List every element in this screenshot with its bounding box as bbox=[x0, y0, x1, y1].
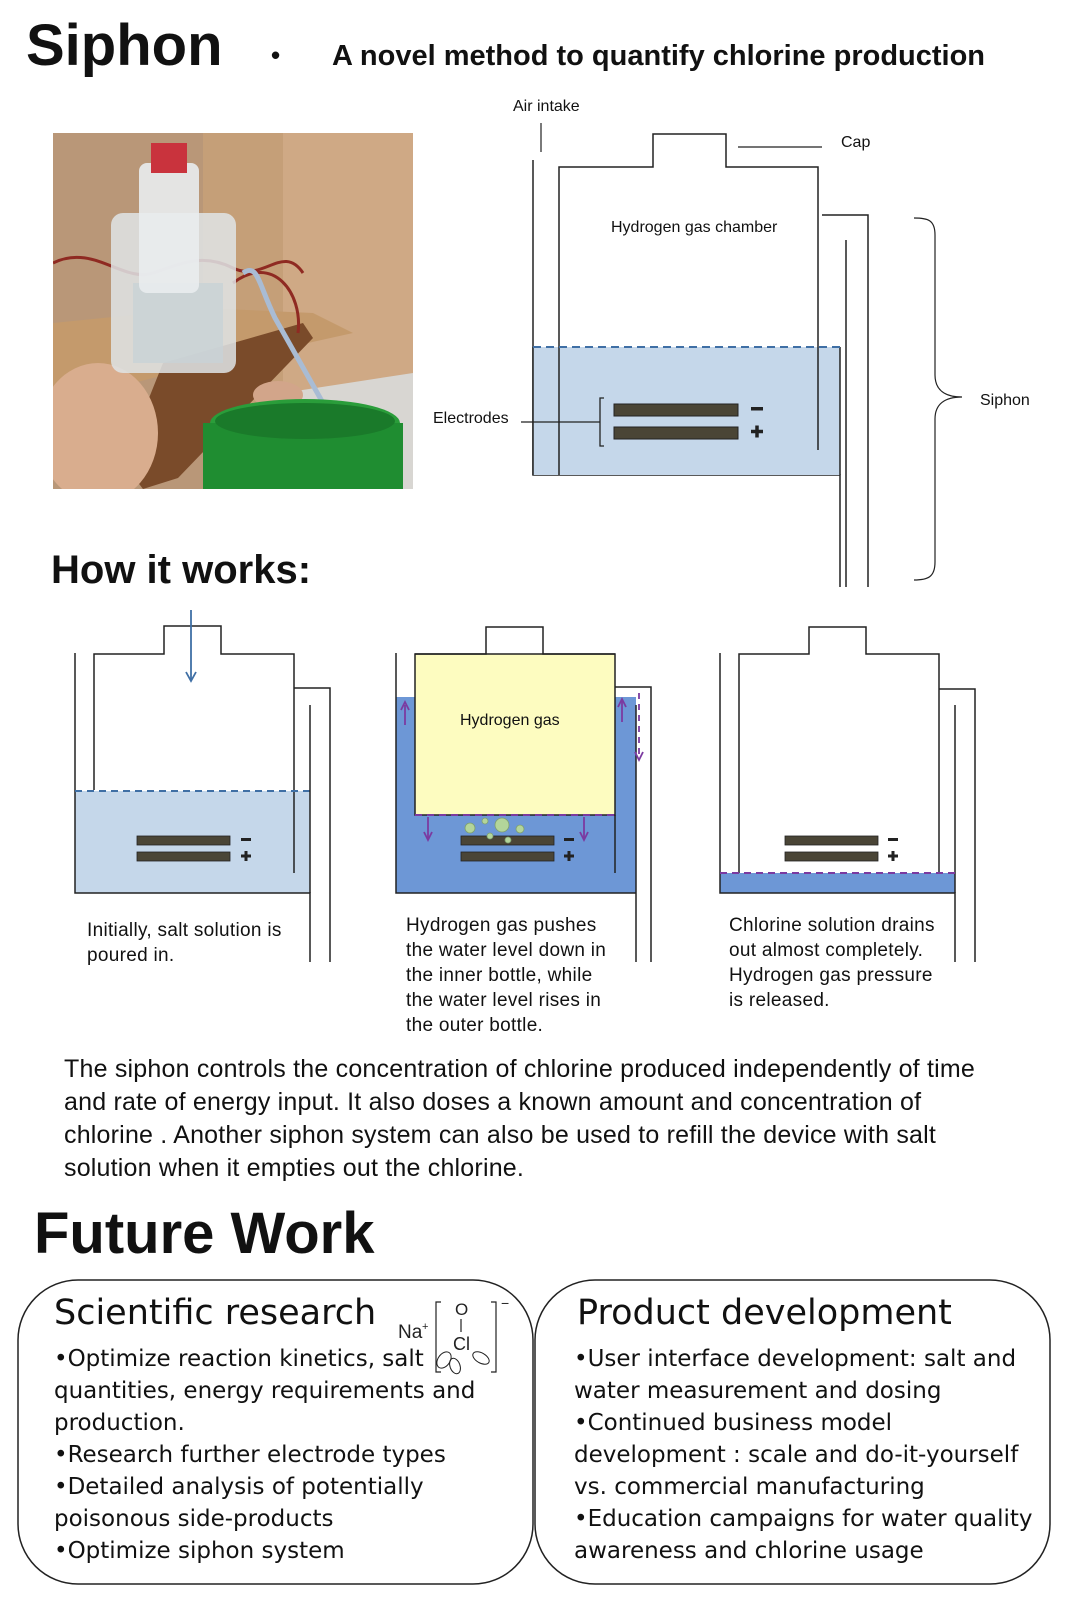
step1-diagram bbox=[74, 610, 331, 962]
list-item: •Research further electrode types bbox=[54, 1442, 446, 1468]
list-item: quantities, energy requirements and bbox=[54, 1378, 476, 1404]
list-item: development : scale and do-it-yourself bbox=[574, 1442, 1019, 1468]
gas-bubbles bbox=[464, 817, 525, 844]
step2-diagram bbox=[395, 626, 652, 962]
list-item: vs. commercial manufacturing bbox=[574, 1474, 925, 1500]
list-item: •Education campaigns for water quality bbox=[574, 1506, 1033, 1532]
plus-icon bbox=[751, 425, 763, 438]
hypochlorite-molecule: Na + O Cl − bbox=[398, 1295, 509, 1375]
cap-label: Cap bbox=[841, 134, 871, 151]
molecule-minus-charge: − bbox=[501, 1295, 509, 1311]
summary-paragraph: The siphon controls the concentration of… bbox=[64, 1055, 976, 1182]
siphon-tube-outer bbox=[822, 214, 869, 587]
scientific-research-box bbox=[17, 1279, 534, 1585]
step2-caption: Hydrogen gas pushes the water level down… bbox=[406, 915, 607, 1036]
electrodes-label: Electrodes bbox=[433, 410, 509, 427]
main-siphon-diagram bbox=[521, 123, 963, 587]
minus-icon bbox=[241, 838, 251, 841]
siphon-brace bbox=[913, 217, 963, 581]
electrode-negative bbox=[613, 403, 739, 417]
molecule-chlorine: Cl bbox=[453, 1334, 470, 1354]
plus-icon bbox=[241, 851, 251, 861]
minus-icon bbox=[564, 838, 574, 841]
product-development-list: •User interface development: salt and wa… bbox=[574, 1343, 1039, 1567]
device-photo bbox=[53, 133, 413, 489]
list-item: production. bbox=[54, 1410, 185, 1436]
siphon-label: Siphon bbox=[980, 392, 1030, 409]
future-work-heading: Future Work bbox=[34, 1201, 375, 1266]
hydrogen-gas-fill bbox=[414, 653, 616, 816]
inflow-arrow bbox=[185, 610, 197, 683]
page-title: Siphon bbox=[26, 13, 223, 78]
air-intake-label: Air intake bbox=[513, 98, 580, 115]
future-work-boxes bbox=[17, 1279, 1051, 1585]
step3-water-fill bbox=[720, 873, 955, 893]
molecule-plus-charge: + bbox=[422, 1321, 428, 1333]
step3-caption: Chlorine solution drains out almost comp… bbox=[729, 915, 935, 1011]
step1-caption: Initially, salt solution is poured in. bbox=[87, 920, 282, 966]
list-item: •Continued business model bbox=[574, 1410, 893, 1436]
list-item: •Detailed analysis of potentially bbox=[54, 1474, 424, 1500]
inner-bottle-outline bbox=[558, 133, 819, 450]
list-item: •Optimize siphon system bbox=[54, 1538, 345, 1564]
page-subtitle: A novel method to quantify chlorine prod… bbox=[332, 40, 986, 72]
how-it-works-heading: How it works: bbox=[51, 548, 312, 592]
product-development-box bbox=[534, 1279, 1051, 1585]
list-item: awareness and chlorine usage bbox=[574, 1538, 924, 1564]
scientific-research-title: Scientific research bbox=[54, 1293, 377, 1333]
hydrogen-gas-label: Hydrogen gas bbox=[460, 712, 560, 729]
title-separator-bullet: • bbox=[271, 40, 281, 70]
step3-diagram bbox=[719, 626, 976, 962]
plus-icon bbox=[564, 851, 574, 861]
list-item: poisonous side-products bbox=[54, 1506, 334, 1532]
chamber-label: Hydrogen gas chamber bbox=[611, 219, 778, 236]
molecule-oxygen: O bbox=[455, 1300, 468, 1319]
electrode-positive bbox=[613, 426, 739, 440]
list-item: •User interface development: salt and bbox=[574, 1346, 1017, 1372]
minus-icon bbox=[888, 838, 898, 841]
product-development-title: Product development bbox=[577, 1293, 952, 1333]
level-arrows bbox=[400, 693, 644, 843]
molecule-cation: Na bbox=[398, 1322, 423, 1343]
scientific-research-list: •Optimize reaction kinetics, salt quanti… bbox=[54, 1343, 514, 1567]
list-item: water measurement and dosing bbox=[574, 1378, 942, 1404]
plus-icon bbox=[888, 851, 898, 861]
minus-icon bbox=[751, 407, 763, 411]
list-item: •Optimize reaction kinetics, salt bbox=[54, 1346, 424, 1372]
